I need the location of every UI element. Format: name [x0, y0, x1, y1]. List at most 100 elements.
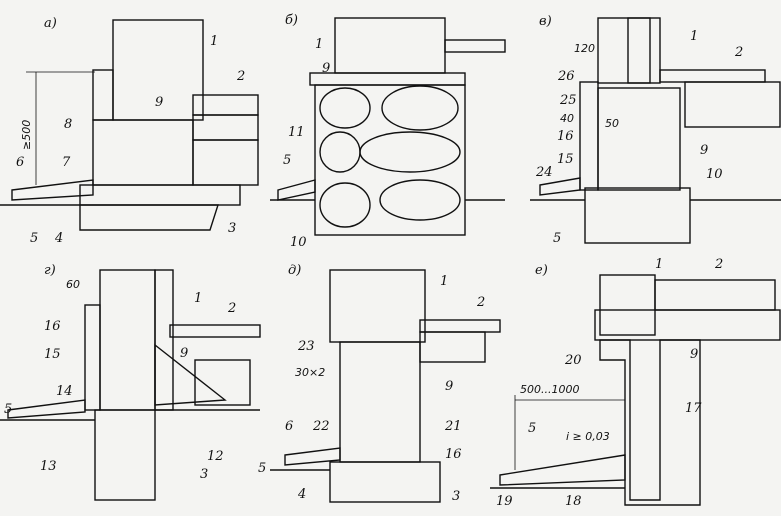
- label-a-2: 2: [236, 69, 245, 84]
- label-a-6: 6: [16, 155, 24, 170]
- support-pillar-g: [194, 359, 251, 406]
- label-g-9: 9: [180, 346, 188, 361]
- concrete-prep: [192, 139, 259, 186]
- floor-slab-d: [419, 319, 501, 333]
- label-e-17: 17: [685, 401, 702, 416]
- blind-area-v: [539, 177, 581, 196]
- label-e-19: 19: [496, 494, 513, 509]
- panel-e: е) 1 2 9 20 500...1000 17 5 i ≥ 0,03 19 …: [490, 257, 781, 509]
- label-e-5: 5: [528, 421, 536, 436]
- insulation-v: [627, 17, 651, 84]
- soil-fill-g: [154, 343, 227, 406]
- label-a-9: 9: [155, 95, 163, 110]
- panel-d-letter: д): [288, 263, 301, 278]
- panel-a-letter: а): [44, 16, 57, 31]
- label-d-2: 2: [476, 295, 485, 310]
- label-d-21: 21: [444, 419, 462, 434]
- label-a-5: 5: [30, 231, 38, 246]
- panel-v: в) 1 2 120 26 25 40 50 16 15 24 5 9 10: [530, 14, 781, 246]
- label-b-11: 11: [288, 125, 305, 140]
- cladding-g: [84, 304, 101, 411]
- blind-area-g: [7, 399, 86, 419]
- label-v-5: 5: [553, 231, 561, 246]
- label-g-16: 16: [44, 319, 61, 334]
- label-v-16: 16: [557, 129, 574, 144]
- label-a-4: 4: [54, 231, 63, 246]
- rubble-foundation: [314, 84, 466, 236]
- floor-base-v: [684, 81, 781, 128]
- panel-e-letter: е): [535, 263, 548, 278]
- panel-d: д) 1 2 23 30×2 9 6 22 21 5 16 4 3: [258, 263, 501, 504]
- label-e-2: 2: [714, 257, 723, 272]
- waterproofing-b: [309, 72, 466, 86]
- dimension-e-range: 500...1000: [520, 383, 579, 396]
- label-d-16: 16: [445, 447, 462, 462]
- label-g-13: 13: [40, 459, 57, 474]
- label-d-5: 5: [258, 461, 266, 476]
- label-v-9: 9: [700, 143, 708, 158]
- label-v-26: 26: [557, 69, 575, 84]
- label-v-25: 25: [559, 93, 577, 108]
- floor-slab-g: [169, 324, 261, 338]
- label-d-3: 3: [452, 489, 460, 504]
- floor-slab-b: [444, 39, 506, 53]
- brick-plinth-v: [597, 87, 681, 191]
- panel-v-letter: в): [539, 14, 552, 29]
- floor-base-d: [419, 331, 486, 363]
- blind-area-e: [499, 454, 626, 486]
- plinth-cladding: [92, 69, 114, 121]
- dimension-a-min: ≥500: [20, 120, 33, 150]
- label-d-6: 6: [285, 419, 293, 434]
- label-a-3: 3: [228, 221, 236, 236]
- concrete-wall-e: [599, 339, 701, 506]
- panel-b-letter: б): [285, 13, 298, 28]
- label-e-1: 1: [655, 257, 663, 272]
- rubble-stones: [319, 85, 461, 228]
- label-b-5: 5: [283, 153, 291, 168]
- label-g-14: 14: [56, 384, 73, 399]
- cladding-v: [579, 81, 599, 191]
- label-e-18: 18: [565, 494, 582, 509]
- foundation-g: [94, 409, 156, 501]
- label-g-15: 15: [44, 347, 61, 362]
- panel-b: б) 1 9 11 5 10: [270, 13, 506, 250]
- label-g-12: 12: [207, 449, 224, 464]
- label-e-20: 20: [564, 353, 582, 368]
- dimension-v-120: 120: [574, 42, 595, 55]
- label-g-3: 3: [200, 467, 208, 482]
- panel-g-letter: г): [44, 263, 56, 278]
- slope-e: i ≥ 0,03: [566, 430, 610, 443]
- insulation-g: [154, 269, 174, 411]
- label-v-2: 2: [734, 45, 743, 60]
- brick-wall-d: [329, 269, 426, 343]
- brick-plinth: [92, 119, 194, 186]
- dimension-g-60: 60: [66, 278, 80, 291]
- foundation-footing: [79, 184, 241, 206]
- panel-a: а) 1 2 9 8 7 6 5 4 3 ≥500: [0, 16, 259, 246]
- blind-area-d: [284, 447, 341, 466]
- label-e-9: 9: [690, 347, 698, 362]
- dimension-d-30x2: 30×2: [295, 366, 325, 379]
- label-a-7: 7: [62, 155, 71, 170]
- blind-area-b: [277, 179, 316, 201]
- brick-wall-e: [599, 274, 656, 336]
- label-d-4: 4: [297, 487, 306, 502]
- label-a-1: 1: [210, 34, 218, 49]
- dimension-v-50: 50: [605, 117, 619, 130]
- floor-layers-e: [654, 279, 776, 311]
- label-b-10: 10: [290, 235, 307, 250]
- floor-slab-v: [659, 69, 766, 83]
- label-v-1: 1: [690, 29, 698, 44]
- brick-wall-b: [334, 17, 446, 74]
- dimension-v-40: 40: [560, 112, 574, 125]
- concrete-foundation-v: [584, 187, 691, 244]
- label-v-24: 24: [535, 165, 553, 180]
- label-b-9: 9: [322, 61, 330, 76]
- panel-g: г) 60 1 2 16 15 9 14 5 13 12 3: [0, 263, 261, 501]
- brick-wall-v: [597, 17, 661, 84]
- label-v-10: 10: [706, 167, 723, 182]
- foundation-base: [79, 204, 219, 231]
- label-d-1: 1: [440, 274, 448, 289]
